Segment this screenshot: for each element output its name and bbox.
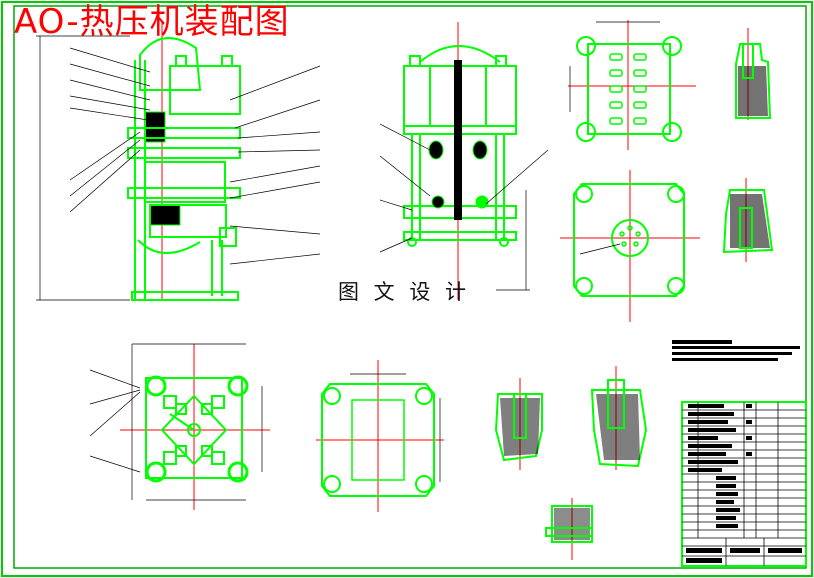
base-plate-view bbox=[89, 343, 270, 510]
parts-list-fill bbox=[686, 404, 802, 563]
drawing-title: AO-热压机装配图 bbox=[14, 2, 290, 42]
parts-list-table bbox=[681, 401, 807, 567]
detail-section-e bbox=[545, 498, 593, 560]
slotted-plate-view bbox=[568, 20, 696, 150]
technical-notes bbox=[672, 340, 800, 361]
flange-plate-view bbox=[560, 170, 700, 322]
detail-section-c bbox=[494, 378, 543, 470]
detail-section-d bbox=[590, 366, 648, 470]
watermark-text: 图 文 设 计 bbox=[338, 280, 471, 304]
square-plate-view bbox=[316, 360, 444, 512]
main-section-view bbox=[36, 22, 321, 301]
front-view bbox=[379, 22, 549, 300]
inner-frame bbox=[13, 5, 807, 569]
detail-section-b bbox=[722, 178, 774, 262]
detail-section-a bbox=[735, 28, 772, 120]
